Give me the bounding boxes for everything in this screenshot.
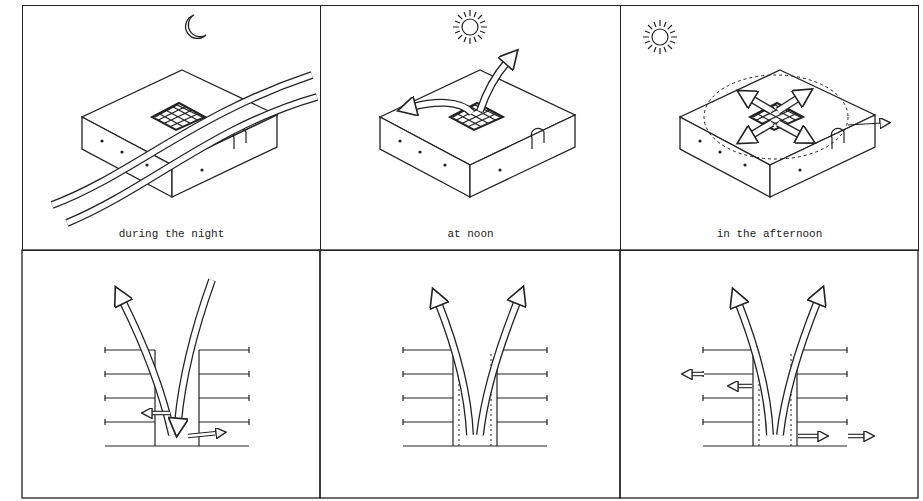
air-flow xyxy=(67,97,317,223)
air-flow xyxy=(848,435,866,437)
noon-section xyxy=(403,300,547,446)
air-flow xyxy=(738,302,770,435)
air-flow xyxy=(480,61,508,111)
air-flow xyxy=(122,300,172,435)
panel-caption: in the afternoon xyxy=(621,228,918,240)
air-flow xyxy=(412,103,472,113)
air-flow xyxy=(412,103,472,113)
air-flow xyxy=(690,373,704,375)
afternoon-section xyxy=(690,300,866,446)
air-flow xyxy=(178,280,212,422)
air-flow xyxy=(750,123,772,136)
breeze-line xyxy=(848,123,882,125)
air-flow xyxy=(778,123,802,136)
night-section xyxy=(105,280,249,446)
air-flow xyxy=(480,61,508,111)
air-flow xyxy=(778,97,800,111)
building-block xyxy=(380,70,575,197)
building-section xyxy=(105,347,249,446)
panel-frame: at noon xyxy=(320,5,621,251)
air-zone xyxy=(704,75,848,159)
noon-plan xyxy=(380,10,575,197)
air-flow xyxy=(188,433,218,436)
panel-frame: in the afternoon xyxy=(620,5,919,251)
air-flow xyxy=(690,372,704,377)
panel-caption: during the night xyxy=(23,228,320,240)
air-flow xyxy=(738,302,770,435)
air-flow xyxy=(848,434,866,439)
air-flow xyxy=(150,412,170,414)
air-flow xyxy=(778,97,800,111)
air-flow xyxy=(122,300,172,435)
building-section xyxy=(703,347,847,446)
air-flow xyxy=(150,411,170,416)
air-flow xyxy=(750,98,772,111)
air-flow xyxy=(798,435,820,437)
air-flow xyxy=(736,385,752,387)
air-flow xyxy=(52,75,312,205)
panel-caption: at noon xyxy=(321,228,620,240)
air-flow xyxy=(480,300,518,435)
air-flow xyxy=(67,97,317,223)
air-flow xyxy=(438,302,470,435)
air-flow xyxy=(780,300,818,435)
panel-frame: during the night xyxy=(22,5,321,251)
night-plan xyxy=(52,15,317,223)
air-flow xyxy=(178,280,212,422)
air-flow xyxy=(438,302,470,435)
air-flow xyxy=(736,384,752,389)
sun-symbol xyxy=(643,20,677,54)
sun-symbol xyxy=(453,10,487,44)
afternoon-plan xyxy=(643,20,882,197)
panel-frame xyxy=(22,250,320,498)
air-flow xyxy=(750,98,772,111)
air-flow xyxy=(188,433,218,436)
air-flow xyxy=(798,434,820,439)
moon-symbol xyxy=(186,15,206,38)
panel-frame xyxy=(620,250,918,498)
air-flow xyxy=(750,123,772,136)
building-block xyxy=(680,70,875,197)
air-flow xyxy=(480,300,518,435)
air-flow xyxy=(780,300,818,435)
air-flow xyxy=(52,75,312,205)
panel-frame xyxy=(320,250,620,498)
air-flow xyxy=(778,123,802,136)
building-section xyxy=(403,347,547,446)
